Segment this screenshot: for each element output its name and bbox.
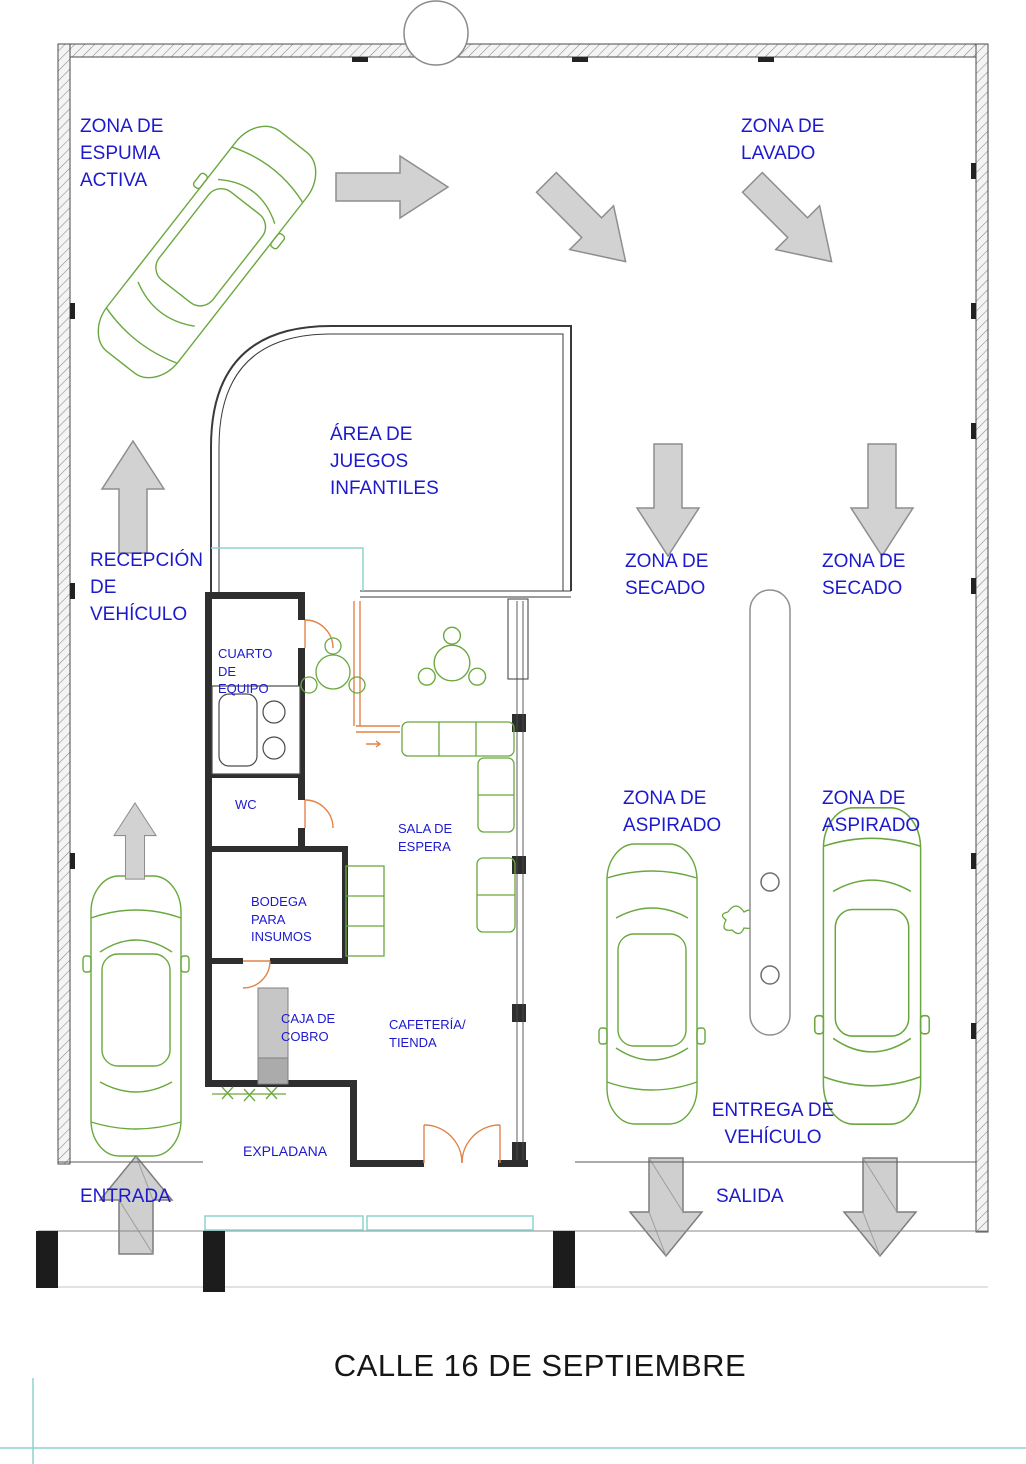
- plant: [721, 905, 755, 935]
- street-columns: [36, 1231, 575, 1292]
- label-zona-secado-der: ZONA DE SECADO: [822, 551, 906, 599]
- flow-arrow-entry-queue: [113, 802, 157, 880]
- label-area-juegos: ÁREA DE JUEGOS INFANTILES: [330, 424, 439, 499]
- doors: [242, 601, 501, 1164]
- label-expladana: EXPLADANA: [243, 1143, 328, 1159]
- perimeter-walls: [57, 43, 989, 1233]
- top-wall-circle: [403, 0, 469, 66]
- label-bodega-insumos: BODEGA PARA INSUMOS: [251, 894, 312, 945]
- car-vacuum-right: [813, 807, 931, 1125]
- label-sala-espera: SALA DE ESPERA: [398, 821, 453, 854]
- wall-columns: [70, 57, 976, 1039]
- label-zona-lavado: ZONA DE LAVADO: [741, 116, 825, 164]
- flow-arrow-wash-2: [729, 159, 855, 285]
- flow-arrow-wash-1: [523, 159, 649, 285]
- label-zona-espuma-activa: ZONA DE ESPUMA ACTIVA: [80, 116, 164, 191]
- flow-arrow-reception: [101, 440, 165, 554]
- label-wc: WC: [235, 797, 257, 812]
- flow-arrow-dry-2: [850, 443, 914, 557]
- label-cuarto-equipo: CUARTO DE EQUIPO: [218, 646, 273, 697]
- equipment-sink: [211, 685, 301, 775]
- label-zona-secado-izq: ZONA DE SECADO: [625, 551, 709, 599]
- label-caja-cobro: CAJA DE COBRO: [281, 1011, 336, 1044]
- label-cafeteria-tienda: CAFETERÍA/ TIENDA: [389, 1017, 466, 1050]
- street-name: CALLE 16 DE SEPTIEMBRE: [333, 1348, 747, 1383]
- exit-arrow-1: [629, 1157, 703, 1257]
- vacuum-island: [749, 589, 791, 1036]
- site-lines: [38, 1161, 988, 1288]
- esplanade-racks: [212, 1086, 286, 1102]
- exit-arrow-2: [843, 1157, 917, 1257]
- label-zona-aspirado-der: ZONA DE ASPIRADO: [822, 788, 921, 836]
- label-salida: SALIDA: [716, 1186, 784, 1207]
- cash-counter: [257, 987, 289, 1085]
- car-entry: [82, 875, 190, 1157]
- storefront-glazing: [516, 601, 524, 1160]
- utility-lines: [0, 547, 1026, 1464]
- label-entrega-vehiculo: ENTREGA DE VEHÍCULO: [711, 1100, 835, 1148]
- label-recepcion-vehiculo: RECEPCIÓN DE VEHÍCULO: [90, 550, 203, 625]
- flow-arrow-dry-1: [636, 443, 700, 557]
- label-entrada: ENTRADA: [80, 1186, 171, 1207]
- flow-arrow-foam-to-wash: [335, 155, 449, 219]
- car-vacuum-left: [598, 843, 706, 1125]
- label-zona-aspirado-izq: ZONA DE ASPIRADO: [623, 788, 722, 836]
- waiting-furniture: [300, 626, 516, 957]
